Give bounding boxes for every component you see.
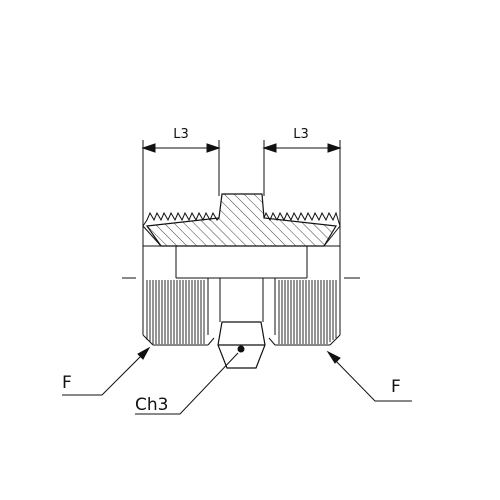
leader-thread-left — [62, 346, 151, 396]
thread-lines-right — [278, 280, 337, 344]
thread-lines-left — [146, 280, 205, 344]
thread-top-left — [142, 211, 220, 227]
leader-hex — [135, 345, 245, 415]
dimension-left — [141, 140, 221, 226]
hex-label: Ch3 — [135, 395, 168, 415]
thread-top-right — [263, 211, 341, 227]
dimension-label-right: L3 — [293, 127, 309, 142]
dimension-label-left: L3 — [173, 127, 189, 142]
thread-label-right: F — [391, 377, 401, 397]
thread-label-left: F — [62, 373, 72, 393]
dimension-right — [262, 140, 342, 226]
leader-thread-right — [326, 350, 412, 402]
hex-collar — [217, 321, 266, 369]
body-section — [142, 193, 341, 346]
